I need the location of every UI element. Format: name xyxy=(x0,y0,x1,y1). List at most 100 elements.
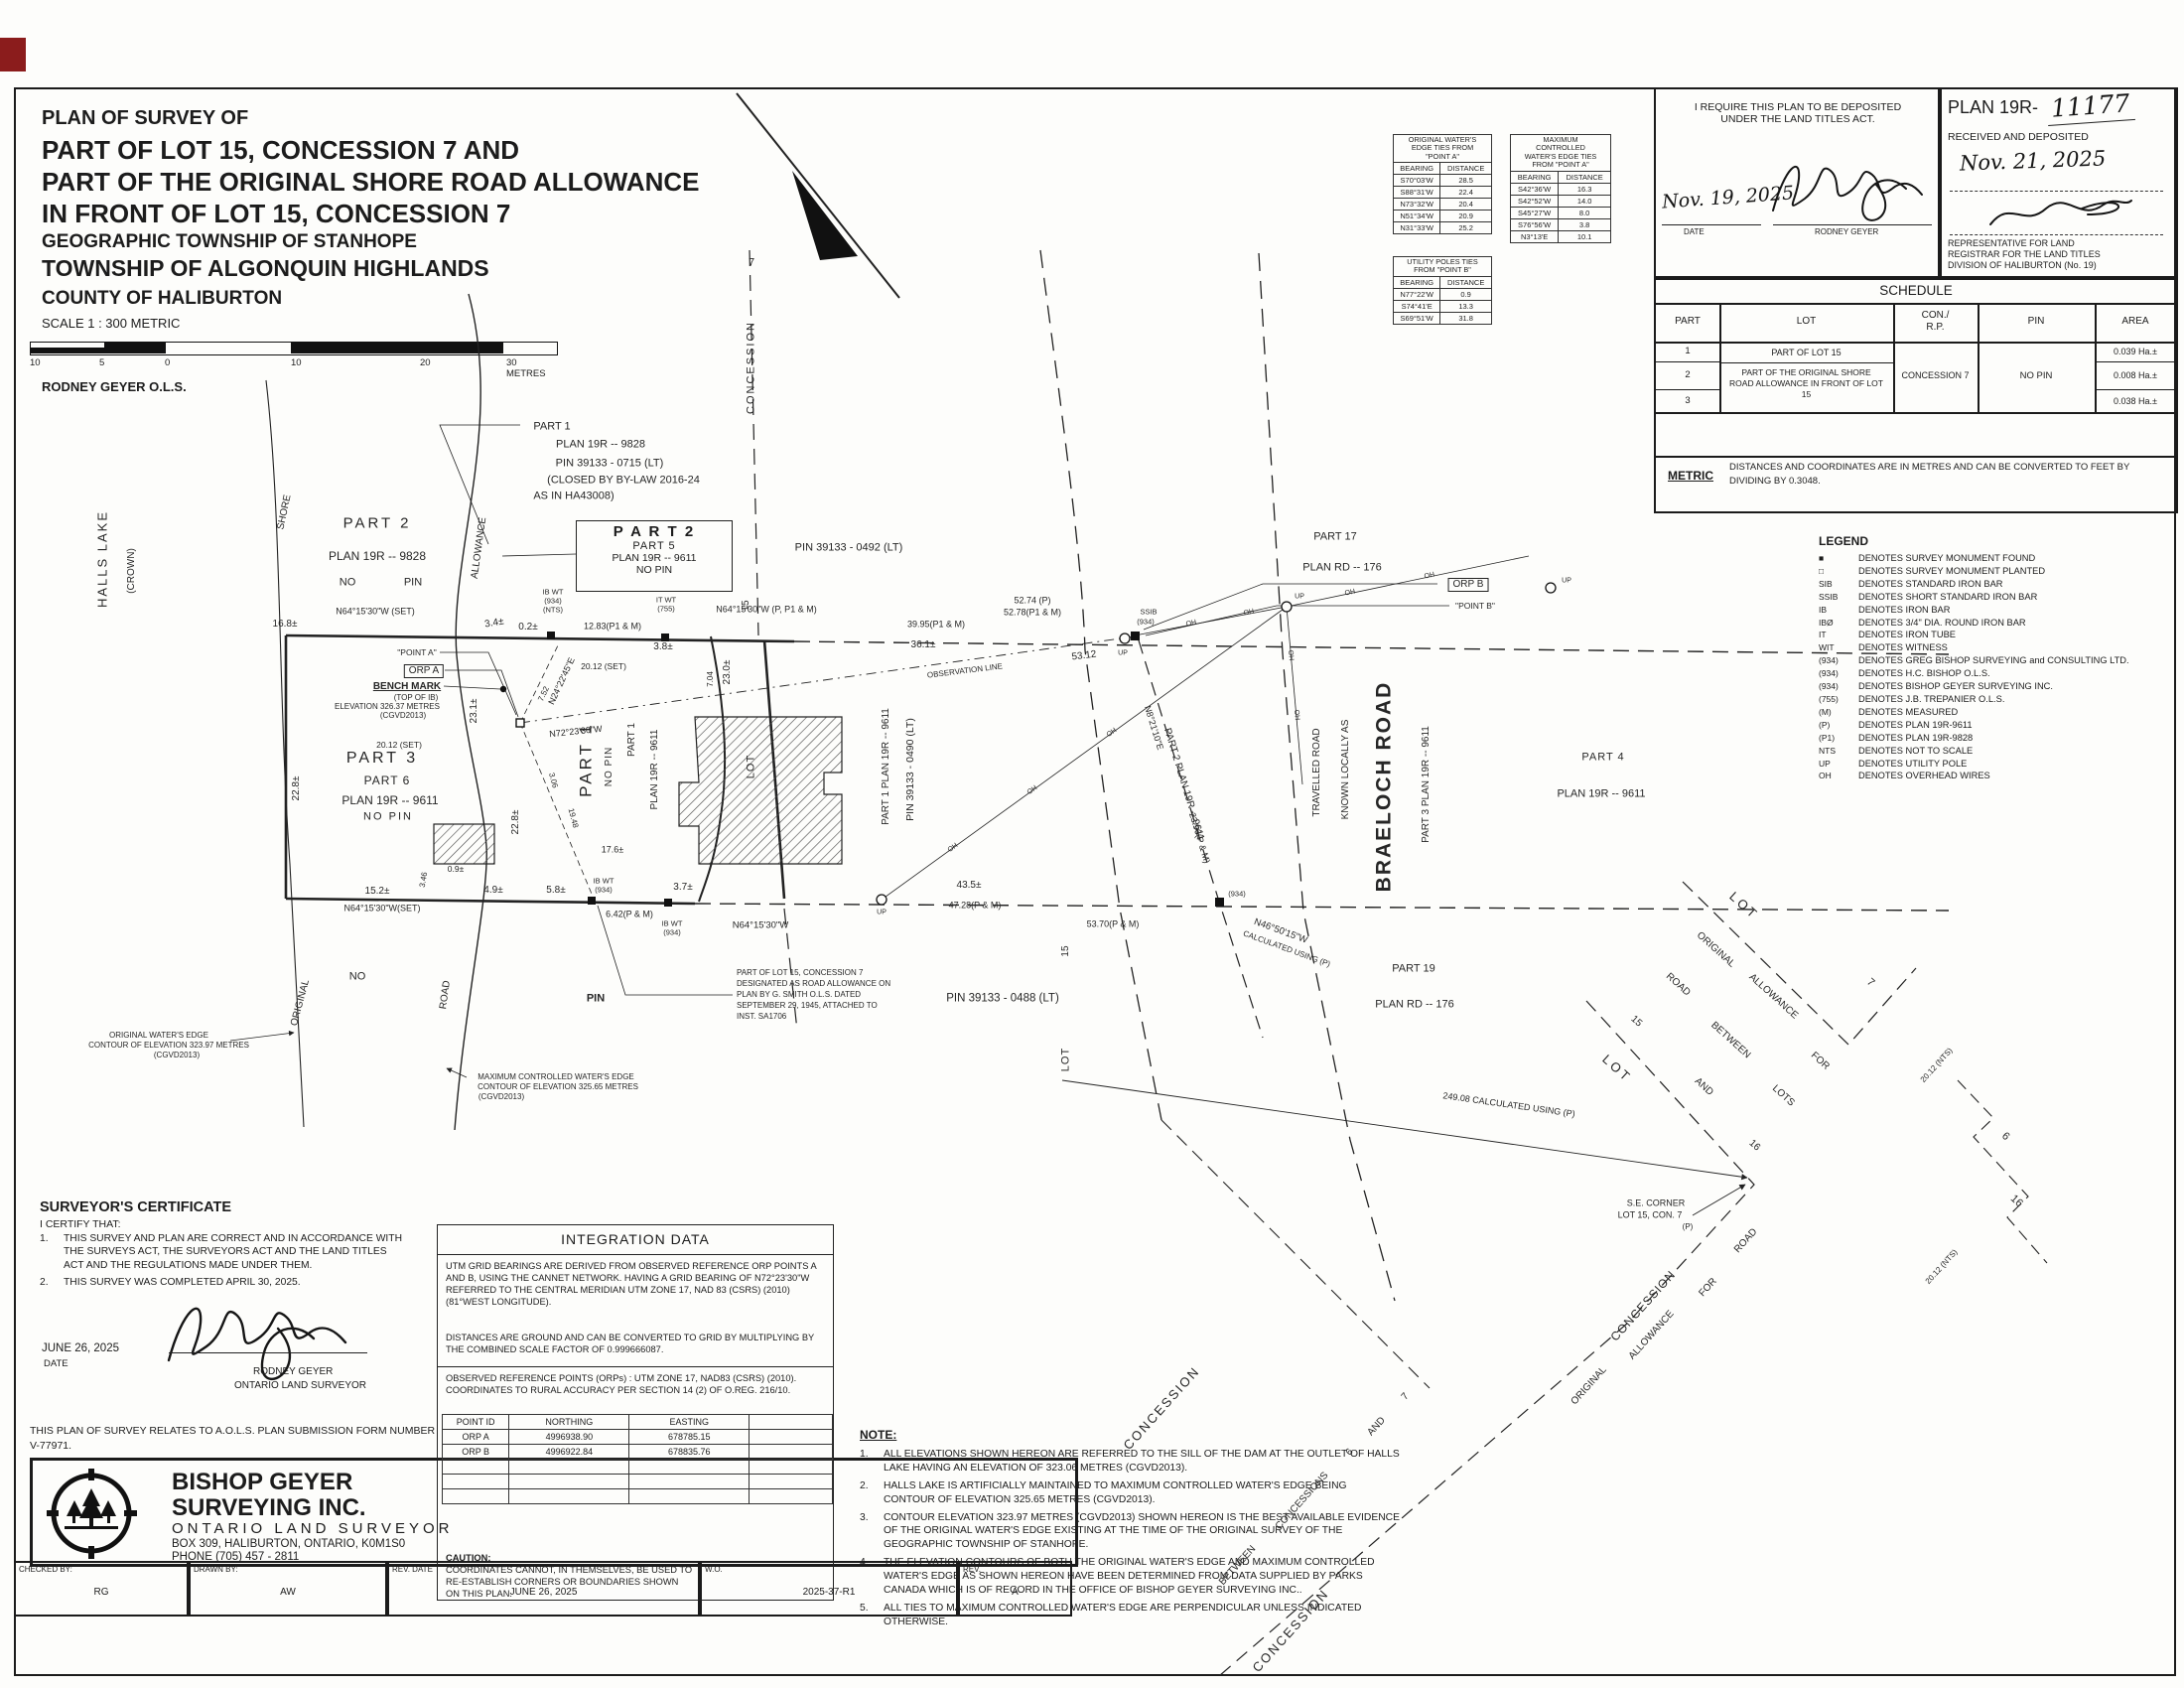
monument-note: (934) xyxy=(544,596,562,606)
scale-label: SCALE 1 : 300 METRIC xyxy=(42,316,181,331)
deposit-statement-box: I REQUIRE THIS PLAN TO BE DEPOSITED UNDE… xyxy=(1654,87,1942,280)
surveyor-name: RODNEY GEYER O.L.S. xyxy=(42,379,187,394)
se-corner-note: LOT 15, CON. 7 xyxy=(1617,1209,1683,1220)
legend-symbol: (P) xyxy=(1819,719,1831,730)
legend-item: (P1)DENOTES PLAN 19R-9828 xyxy=(1819,732,2176,745)
parcel-north-boundary xyxy=(285,633,795,643)
footer-label: CHECKED BY: xyxy=(19,1565,72,1574)
dim: 23.1± xyxy=(469,698,479,724)
dim: 52.74 (P) xyxy=(1014,595,1051,606)
survey-monuments xyxy=(499,582,1557,907)
plan-label: PLAN 19R -- 9611 xyxy=(341,793,439,807)
road-label: TRAVELLED ROAD xyxy=(1311,728,1322,817)
surveyor-signature xyxy=(1772,166,1923,221)
part-label: PART 6 xyxy=(363,774,411,787)
integration-paragraph: UTM GRID BEARINGS ARE DERIVED FROM OBSER… xyxy=(446,1261,817,1307)
note-item: 2.HALLS LAKE IS ARTIFICIALLY MAINTAINED … xyxy=(860,1479,1347,1505)
se-corner-note: S.E. CORNER xyxy=(1626,1197,1686,1208)
plan-title-line: IN FRONT OF LOT 15, CONCESSION 7 xyxy=(42,199,511,228)
plan-label: PLAN 19R -- 9828 xyxy=(556,438,645,451)
dim: 17.6± xyxy=(601,844,624,855)
dim: N64°15'30"W xyxy=(732,919,789,931)
caution-text: COORDINATES CANNOT, IN THEMSELVES, BE US… xyxy=(446,1565,693,1599)
pin-label: PIN 39133 - 0488 (LT) xyxy=(946,992,1059,1005)
footer-value: A xyxy=(1012,1587,1019,1598)
road-limit-west xyxy=(1039,249,1162,1121)
leader-max-contour xyxy=(446,1067,468,1078)
integration-title: INTEGRATION DATA xyxy=(561,1231,710,1247)
north-arrow xyxy=(736,92,900,299)
contour-note: CONTOUR OF ELEVATION 325.65 METRES xyxy=(478,1082,638,1091)
company-role: ONTARIO LAND SURVEYOR xyxy=(172,1520,454,1537)
legend-symbol: (M) xyxy=(1819,706,1832,717)
scale-tick-label: 10 xyxy=(291,357,302,368)
registrar-line: REPRESENTATIVE FOR LAND xyxy=(1948,238,2075,248)
benchmark-note: ELEVATION 326.37 METRES xyxy=(335,702,440,711)
lot-line-north xyxy=(793,640,1950,655)
dim: 22.8± xyxy=(510,809,521,835)
concession-label: CONCESSION xyxy=(745,321,757,414)
aols-note: THIS PLAN OF SURVEY RELATES TO A.O.L.S. … xyxy=(30,1425,436,1452)
plan-label: PLAN 19R -- 9611 xyxy=(1557,787,1646,800)
monument-note: IB WT xyxy=(661,918,683,928)
company-phone: PHONE (705) 457 - 2811 xyxy=(172,1551,300,1563)
legend-text: DENOTES UTILITY POLE xyxy=(1858,758,1968,769)
leader-orp-b xyxy=(1143,583,1437,631)
part-label: P A R T 2 xyxy=(613,523,696,540)
schedule-header: CON./ R.P. xyxy=(1921,310,1950,333)
pin-label: PIN xyxy=(403,576,423,589)
pin-label: PIN 39133 - 0492 (LT) xyxy=(794,541,903,554)
allowance-line-ne xyxy=(1682,881,1917,1046)
company-name-line: SURVEYING INC. xyxy=(172,1494,366,1521)
registrar-signature xyxy=(1989,200,2132,225)
lake-name: HALLS LAKE xyxy=(94,509,110,609)
legend-text: DENOTES SURVEY MONUMENT FOUND xyxy=(1858,553,2036,563)
dim: 52.78(P1 & M) xyxy=(1003,607,1062,618)
dim: 3.8± xyxy=(653,641,673,652)
tie-line xyxy=(519,722,595,900)
notes-block: NOTE: 1.ALL ELEVATIONS SHOWN HEREON ARE … xyxy=(860,1428,1401,1633)
utility-pole-label: UP xyxy=(1118,649,1128,657)
schedule-cell: 0.008 Ha.± xyxy=(2114,370,2157,380)
benchmark-note: (CGVD2013) xyxy=(379,711,427,720)
dim: 12.83(P1 & M) xyxy=(583,621,642,632)
date-label: DATE xyxy=(1684,227,1705,236)
overhead-wires xyxy=(881,606,1288,901)
legend-symbol: IB xyxy=(1819,604,1828,615)
lot-label: 15 xyxy=(1060,945,1071,957)
lot-line-vertical-north xyxy=(749,249,759,636)
boat-house-footprint xyxy=(433,823,495,865)
pin-label: PIN 39133 - 0490 (LT) xyxy=(903,718,916,821)
dim: 47.28(P & M) xyxy=(948,900,1002,911)
dim: 43.5± xyxy=(956,880,982,891)
surveyors-certificate: SURVEYOR'S CERTIFICATE I CERTIFY THAT: 1… xyxy=(40,1199,437,1294)
schedule-cell: CONCESSION 7 xyxy=(1901,370,1970,380)
leader-point-a xyxy=(440,651,517,716)
benchmark-label: BENCH MARK xyxy=(372,681,442,692)
benchmark-note: (TOP OF IB) xyxy=(393,693,439,702)
contour-note: MAXIMUM CONTROLLED WATER'S EDGE xyxy=(478,1072,634,1081)
integration-paragraph: DISTANCES ARE GROUND AND CAN BE CONVERTE… xyxy=(446,1333,815,1354)
dim: 20.12 (SET) xyxy=(581,660,626,671)
legend-text: DENOTES OVERHEAD WIRES xyxy=(1858,771,1990,781)
plan-number-prefix: PLAN 19R- xyxy=(1948,97,2039,117)
footer-label: W.O. xyxy=(705,1565,723,1574)
legend-text: DENOTES SURVEY MONUMENT PLANTED xyxy=(1858,565,2046,576)
received-deposited-label: RECEIVED AND DEPOSITED xyxy=(1948,131,2089,143)
monument-note: (755) xyxy=(657,604,675,614)
company-logo xyxy=(47,1469,137,1559)
integration-data-box: INTEGRATION DATA UTM GRID BEARINGS ARE D… xyxy=(437,1224,834,1601)
schedule-cell: PART OF LOT 15 xyxy=(1771,348,1842,357)
legend-text: DENOTES WITNESS xyxy=(1858,642,1948,653)
part-label: PART 4 xyxy=(1581,751,1625,764)
legend-text: DENOTES SHORT STANDARD IRON BAR xyxy=(1858,591,2038,602)
leader-road-allowance-note xyxy=(597,905,733,996)
allowance-line-sw xyxy=(1218,1000,1755,1677)
